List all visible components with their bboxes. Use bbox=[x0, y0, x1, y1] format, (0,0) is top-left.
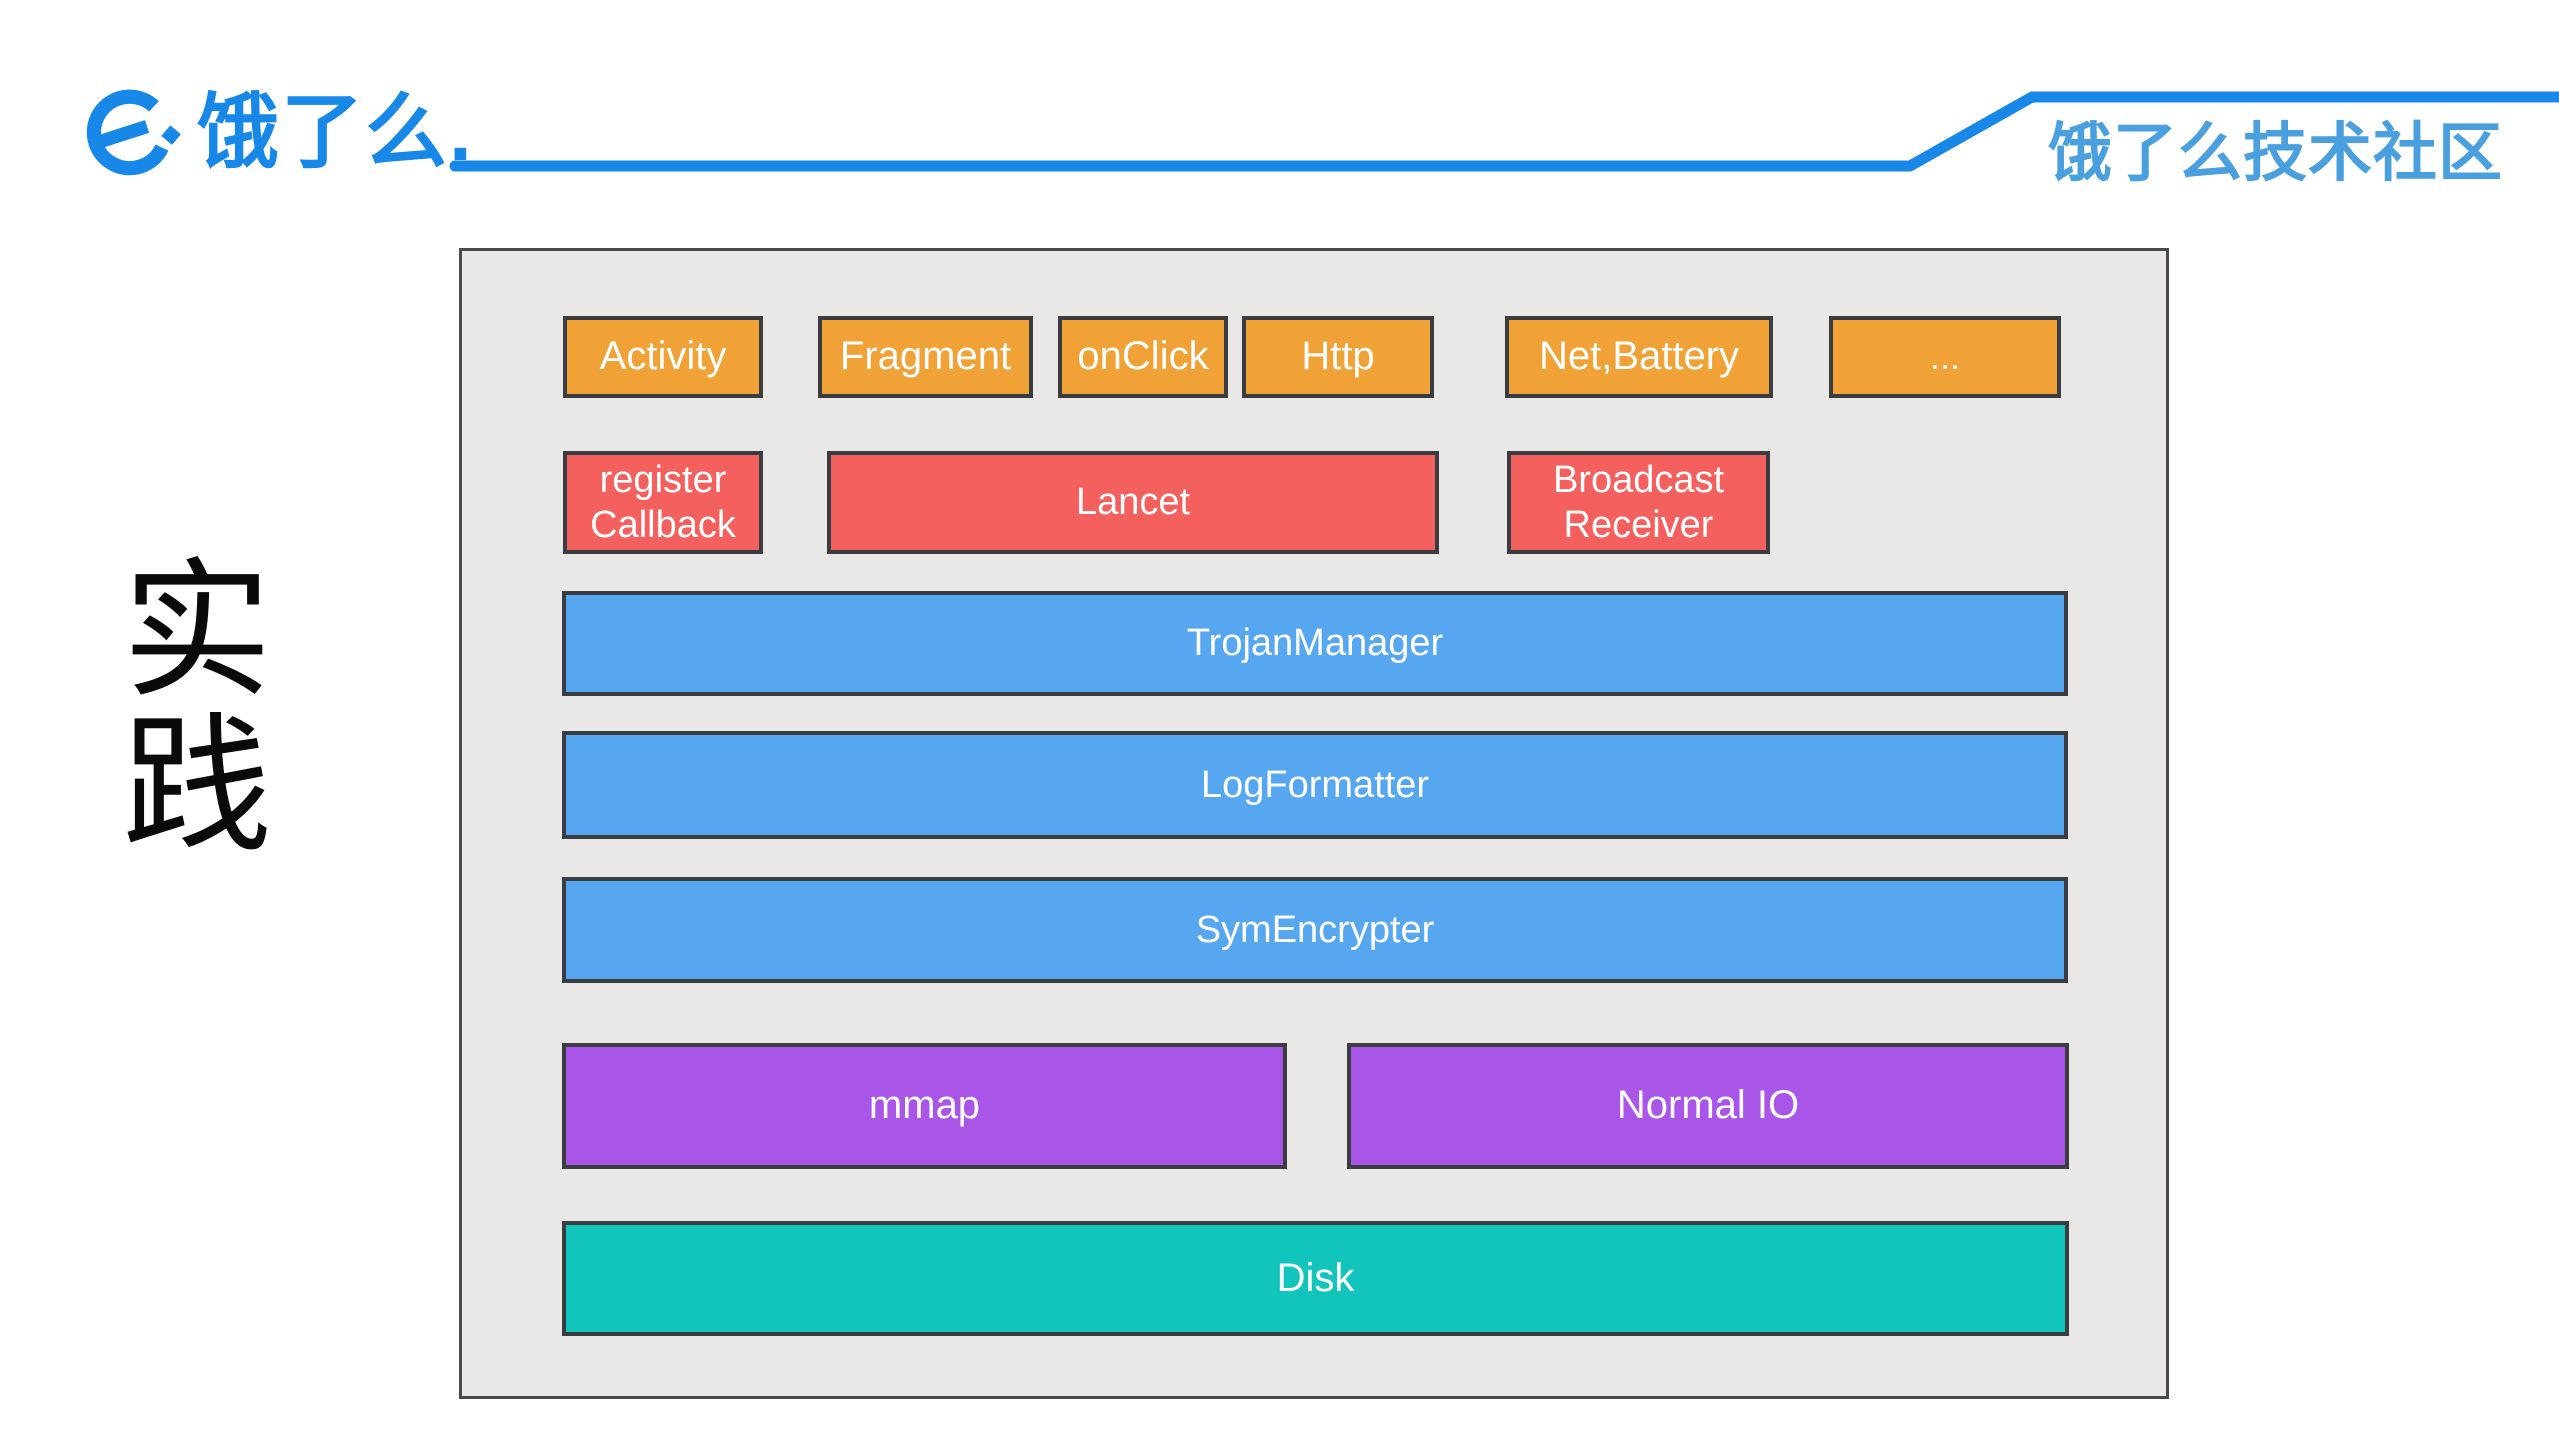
diagram-box-mmap: mmap bbox=[562, 1043, 1287, 1169]
diagram-box-symencrypter: SymEncrypter bbox=[562, 877, 2068, 983]
diagram-box-ellipsis: ... bbox=[1829, 316, 2061, 398]
diagram-box-trojanmanager: TrojanManager bbox=[562, 591, 2068, 696]
eleme-e-icon bbox=[86, 89, 181, 176]
diagram-box-onclick: onClick bbox=[1058, 316, 1228, 398]
architecture-diagram-panel: Activity Fragment onClick Http Net,Batte… bbox=[459, 248, 2169, 1399]
diagram-box-normal-io: Normal IO bbox=[1347, 1043, 2069, 1169]
eleme-logo-text: 饿了么. bbox=[197, 87, 474, 178]
diagram-box-activity: Activity bbox=[563, 316, 763, 398]
diagram-box-fragment: Fragment bbox=[818, 316, 1033, 398]
diagram-box-lancet: Lancet bbox=[827, 451, 1439, 554]
slide-title: 实践 bbox=[122, 550, 273, 871]
eleme-logo: 饿了么. bbox=[85, 78, 474, 186]
diagram-box-http: Http bbox=[1242, 316, 1434, 398]
diagram-box-disk: Disk bbox=[562, 1221, 2069, 1336]
diagram-box-register-callback: register Callback bbox=[563, 451, 763, 554]
tech-community-label: 饿了么技术社区 bbox=[2048, 117, 2503, 189]
diagram-box-logformatter: LogFormatter bbox=[562, 731, 2068, 839]
diagram-box-broadcast-receiver: Broadcast Receiver bbox=[1507, 451, 1770, 554]
diagram-box-net-battery: Net,Battery bbox=[1505, 316, 1773, 398]
